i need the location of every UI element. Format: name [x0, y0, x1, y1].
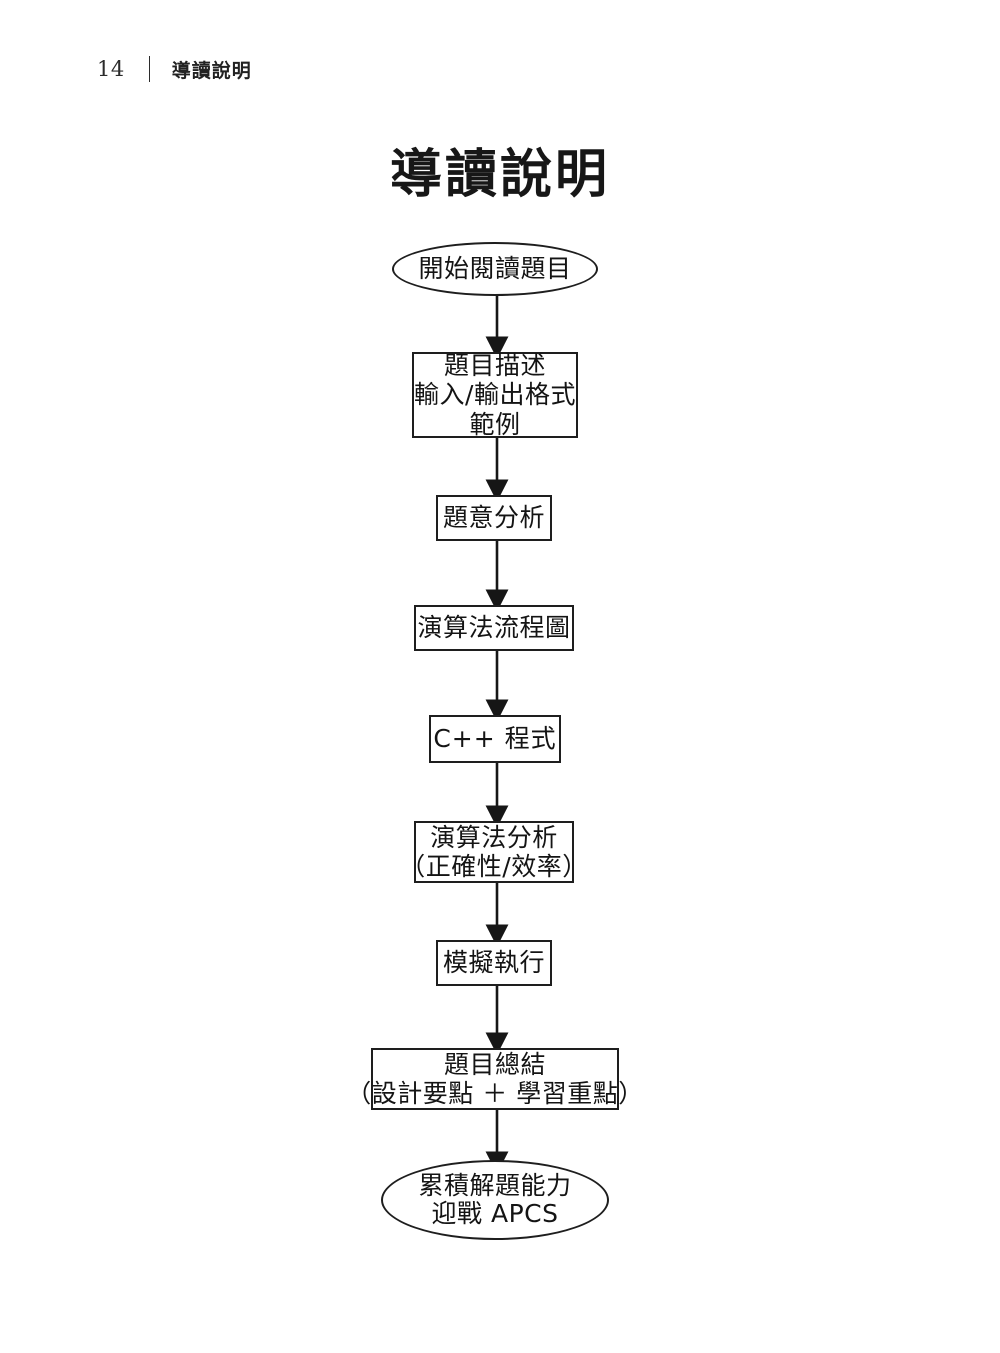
- flow-node-start-line-1: 開始閱讀題目: [418, 253, 572, 283]
- page-number: 14: [97, 57, 125, 81]
- flow-node-start[interactable]: 開始閱讀題目: [392, 242, 598, 296]
- flow-node-problem-line-3: 範例: [469, 409, 521, 439]
- flow-node-problem-line-1: 題目描述: [443, 350, 546, 380]
- flow-node-end-line-2: 迎戰 APCS: [431, 1199, 559, 1228]
- flow-node-sim-line-1: 模擬執行: [442, 948, 545, 978]
- flow-node-algorithm-analysis[interactable]: 演算法分析 （正確性/效率）: [400, 821, 587, 883]
- flow-node-code-line-1: C++ 程式: [433, 724, 557, 754]
- flow-node-problem-statement[interactable]: 題目描述 輸入/輸出格式 範例: [412, 350, 578, 439]
- flow-node-end[interactable]: 累積解題能力 迎戰 APCS: [381, 1160, 609, 1240]
- page-title: 導讀說明: [389, 145, 610, 205]
- flow-node-summary-line-1: 題目總結: [443, 1049, 546, 1079]
- flow-node-summary-line-2: （設計要點 ＋ 學習重點）: [346, 1079, 644, 1108]
- flow-node-problem-line-2: 輸入/輸出格式: [414, 380, 576, 410]
- flow-node-algorithm-flowchart[interactable]: 演算法流程圖: [414, 605, 574, 651]
- chapter-title: 導讀說明: [171, 59, 252, 82]
- flow-node-simulated-execution[interactable]: 模擬執行: [436, 940, 552, 986]
- header-divider: [148, 56, 150, 82]
- flow-node-end-line-1: 累積解題能力: [418, 1170, 572, 1200]
- flow-node-flowchart-line-1: 演算法流程圖: [417, 613, 571, 643]
- flow-node-analysis-line-1: 題意分析: [442, 503, 545, 533]
- flow-node-problem-summary[interactable]: 題目總結 （設計要點 ＋ 學習重點）: [346, 1048, 643, 1110]
- flow-node-cpp-program[interactable]: C++ 程式: [429, 715, 561, 763]
- flow-node-algo-line-1: 演算法分析: [430, 822, 558, 852]
- running-header: 14 導讀說明: [97, 52, 252, 86]
- flow-node-problem-analysis[interactable]: 題意分析: [436, 495, 552, 541]
- flow-node-algo-line-2: （正確性/效率）: [400, 852, 588, 881]
